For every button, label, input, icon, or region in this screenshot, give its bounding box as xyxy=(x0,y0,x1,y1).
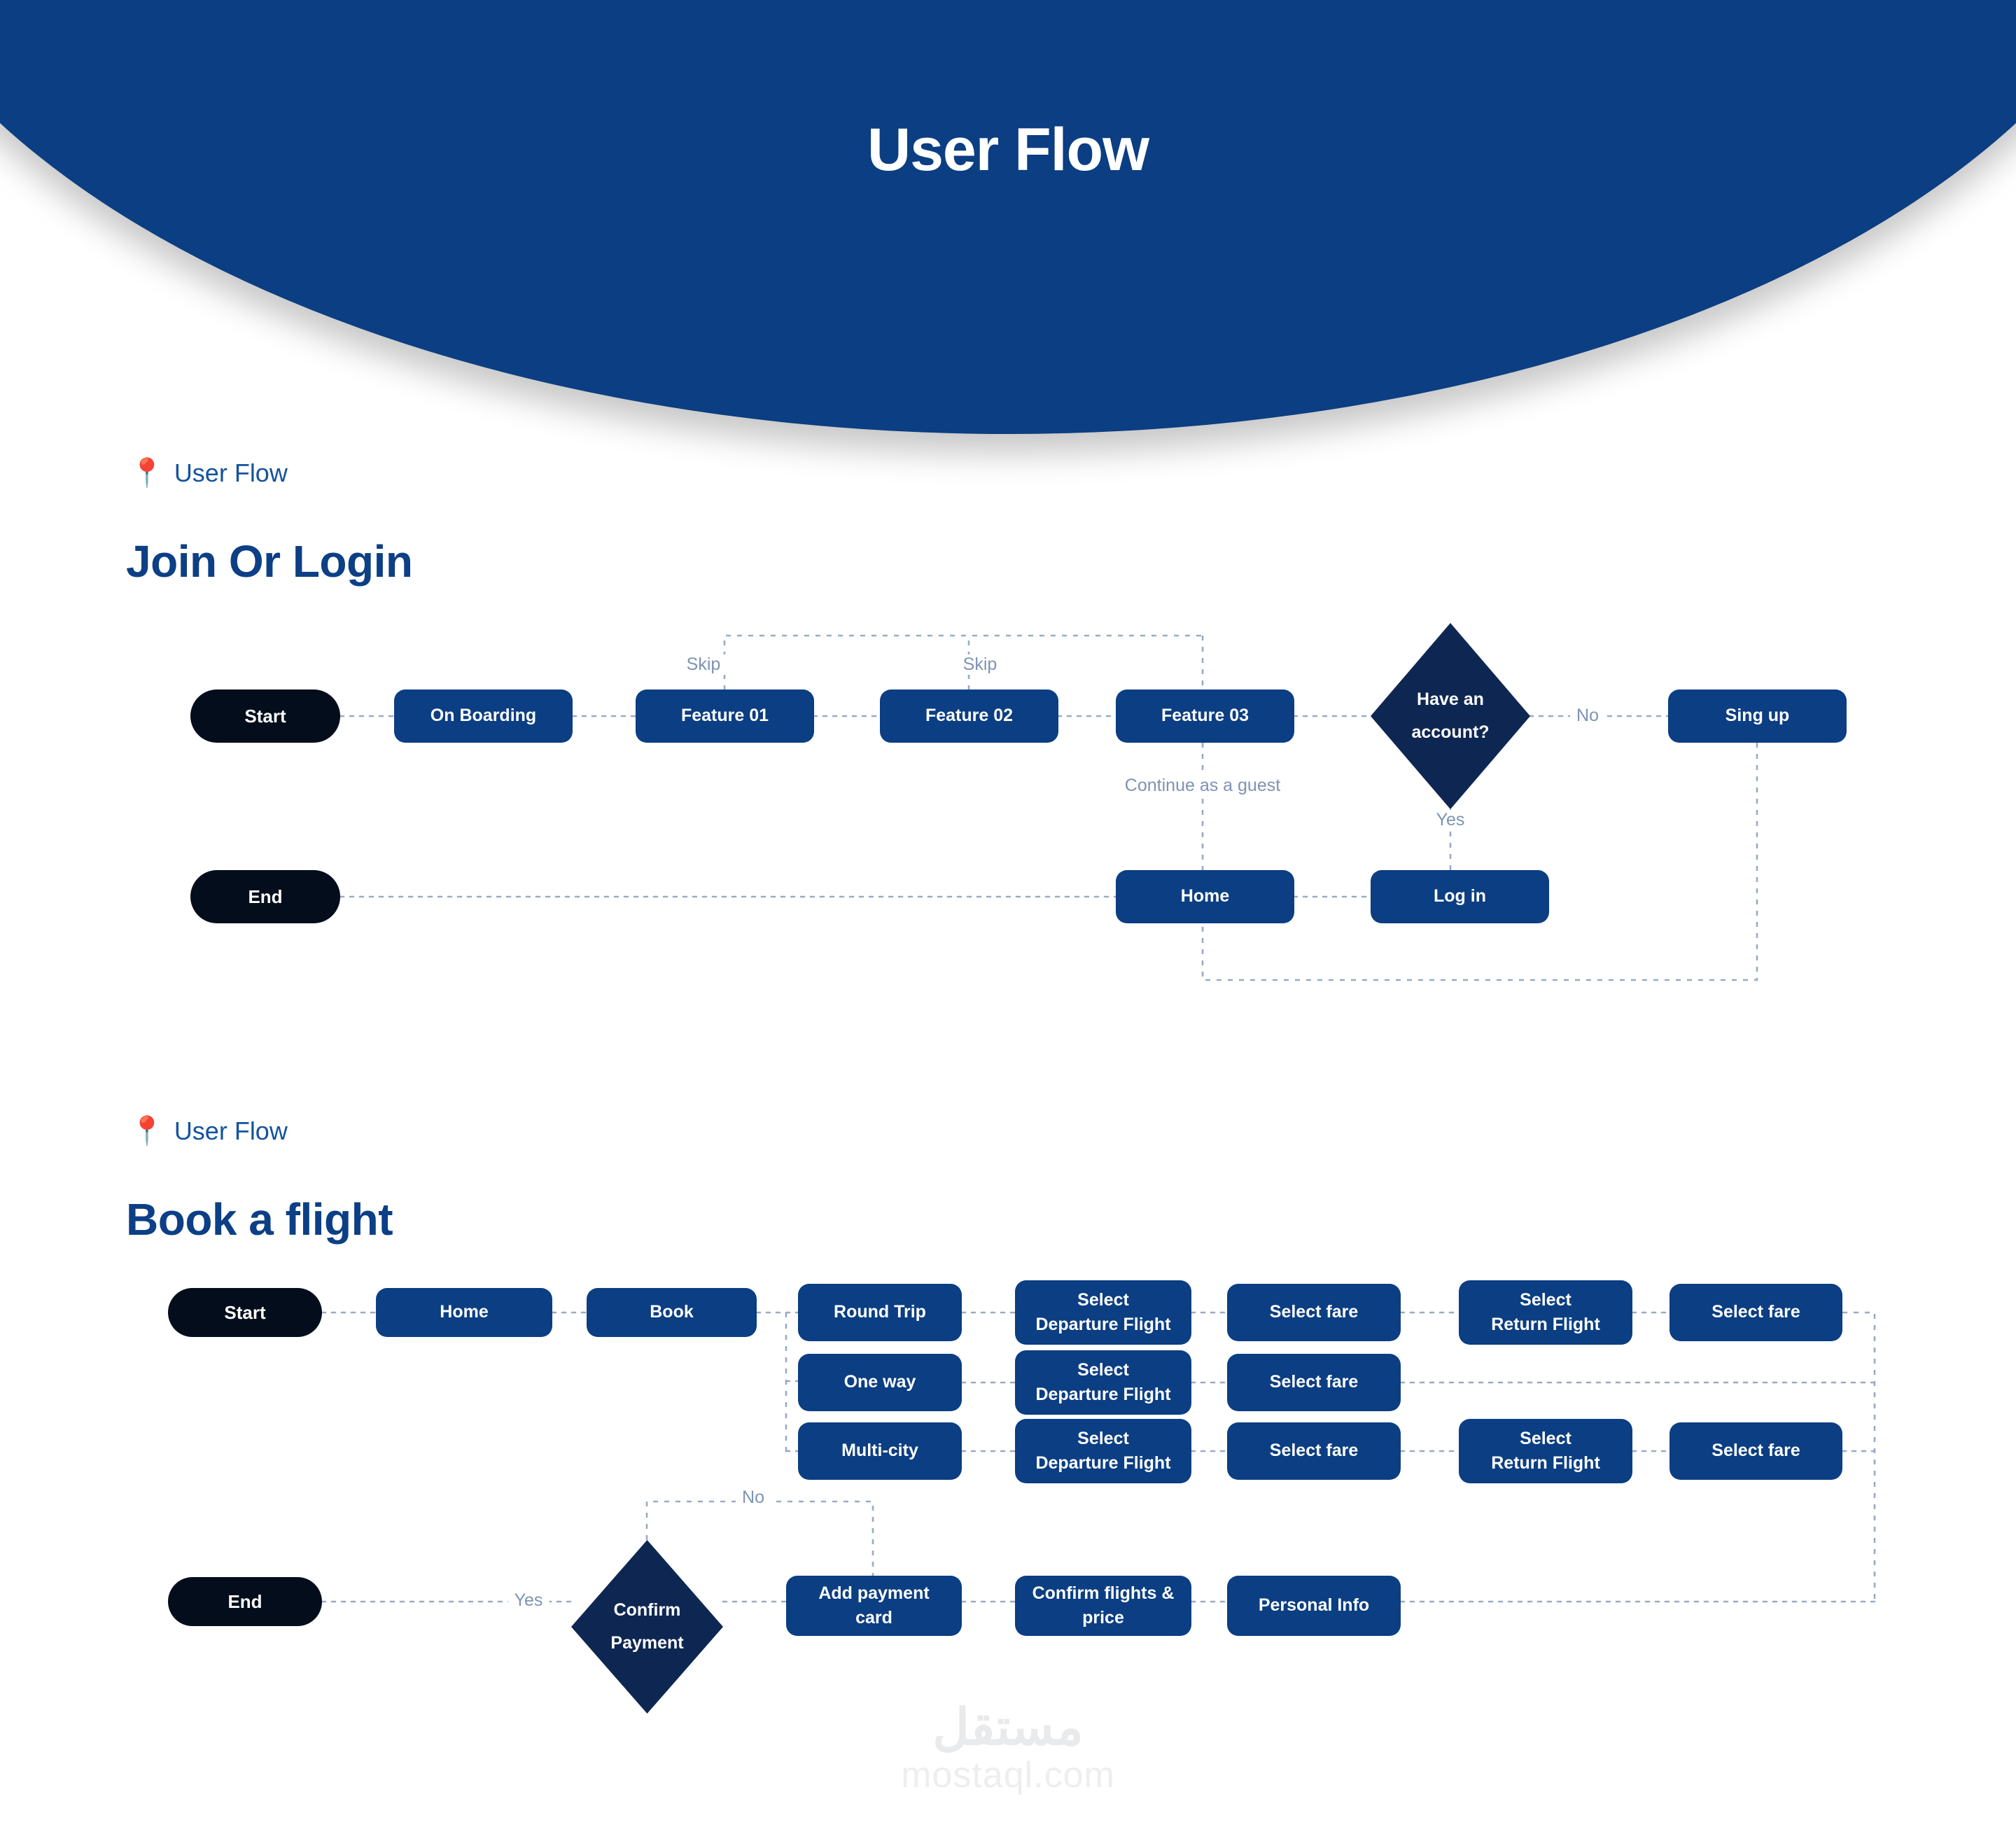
node-label: Add payment card xyxy=(818,1583,930,1628)
node-on-boarding[interactable]: On Boarding xyxy=(394,690,573,743)
node-select-fare-3[interactable]: Select fare xyxy=(1227,1354,1401,1411)
node-book-home[interactable]: Home xyxy=(376,1288,552,1337)
edge-label-book-no: No xyxy=(736,1488,771,1508)
section-1-title: Join Or Login xyxy=(126,536,413,587)
flow-1-connectors xyxy=(339,634,1758,981)
node-select-fare-5[interactable]: Select fare xyxy=(1670,1422,1842,1480)
node-select-fare-2[interactable]: Select fare xyxy=(1670,1284,1842,1341)
page-title: User Flow xyxy=(867,116,1149,183)
map-pin-icon: 📍 xyxy=(130,458,164,489)
section-2-title: Book a flight xyxy=(126,1194,393,1245)
node-select-return-flight-1[interactable]: Select Return Flight xyxy=(1459,1280,1632,1345)
node-label: Confirm flights & price xyxy=(1032,1583,1175,1628)
edge-label-skip-2: Skip xyxy=(956,654,1004,675)
node-round-trip[interactable]: Round Trip xyxy=(798,1284,962,1341)
edge-label-no: No xyxy=(1570,706,1605,726)
node-book-book[interactable]: Book xyxy=(587,1288,757,1337)
node-select-fare-4[interactable]: Select fare xyxy=(1227,1422,1401,1480)
map-pin-icon: 📍 xyxy=(130,1116,164,1147)
node-select-departure-flight-2[interactable]: Select Departure Flight xyxy=(1015,1350,1191,1415)
node-feature-01[interactable]: Feature 01 xyxy=(636,690,814,743)
section-2-eyebrow: 📍 User Flow xyxy=(130,1116,288,1146)
node-label: Select Departure Flight xyxy=(1035,1359,1171,1405)
node-confirm-payment-label: Confirm Payment xyxy=(610,1600,684,1653)
node-multi-city[interactable]: Multi-city xyxy=(798,1422,962,1480)
node-feature-03[interactable]: Feature 03 xyxy=(1116,690,1294,743)
node-label: Select Departure Flight xyxy=(1035,1428,1171,1474)
node-book-end[interactable]: End xyxy=(168,1577,322,1626)
node-label: Select Departure Flight xyxy=(1035,1289,1171,1335)
node-home[interactable]: Home xyxy=(1116,870,1294,923)
node-one-way[interactable]: One way xyxy=(798,1354,962,1411)
edge-label-skip-1: Skip xyxy=(680,654,727,675)
node-have-an-account-label: Have an account? xyxy=(1411,689,1490,743)
node-have-an-account[interactable]: Have an account? xyxy=(1371,623,1530,809)
node-label: Select Return Flight xyxy=(1491,1428,1600,1474)
node-label: Select Return Flight xyxy=(1491,1289,1600,1335)
node-select-departure-flight-1[interactable]: Select Departure Flight xyxy=(1015,1280,1191,1345)
node-select-return-flight-2[interactable]: Select Return Flight xyxy=(1459,1419,1632,1483)
section-2-eyebrow-label: User Flow xyxy=(174,1116,288,1145)
edge-label-yes: Yes xyxy=(1429,810,1471,830)
edge-label-book-yes: Yes xyxy=(507,1590,550,1611)
node-feature-02[interactable]: Feature 02 xyxy=(880,690,1058,743)
node-start[interactable]: Start xyxy=(190,690,340,743)
node-confirm-flights-price[interactable]: Confirm flights & price xyxy=(1015,1576,1191,1636)
node-add-payment-card[interactable]: Add payment card xyxy=(786,1576,962,1636)
node-select-fare-1[interactable]: Select fare xyxy=(1227,1284,1401,1341)
node-end[interactable]: End xyxy=(190,870,340,923)
edge-label-continue-as-guest: Continue as a guest xyxy=(1118,776,1287,796)
node-confirm-payment[interactable]: Confirm Payment xyxy=(571,1540,723,1714)
node-select-departure-flight-3[interactable]: Select Departure Flight xyxy=(1015,1419,1191,1483)
section-1-eyebrow-label: User Flow xyxy=(174,458,288,487)
node-book-start[interactable]: Start xyxy=(168,1288,322,1337)
node-sing-up[interactable]: Sing up xyxy=(1668,690,1847,743)
node-log-in[interactable]: Log in xyxy=(1371,870,1549,923)
node-personal-info[interactable]: Personal Info xyxy=(1227,1576,1401,1636)
section-1-eyebrow: 📍 User Flow xyxy=(130,458,288,488)
